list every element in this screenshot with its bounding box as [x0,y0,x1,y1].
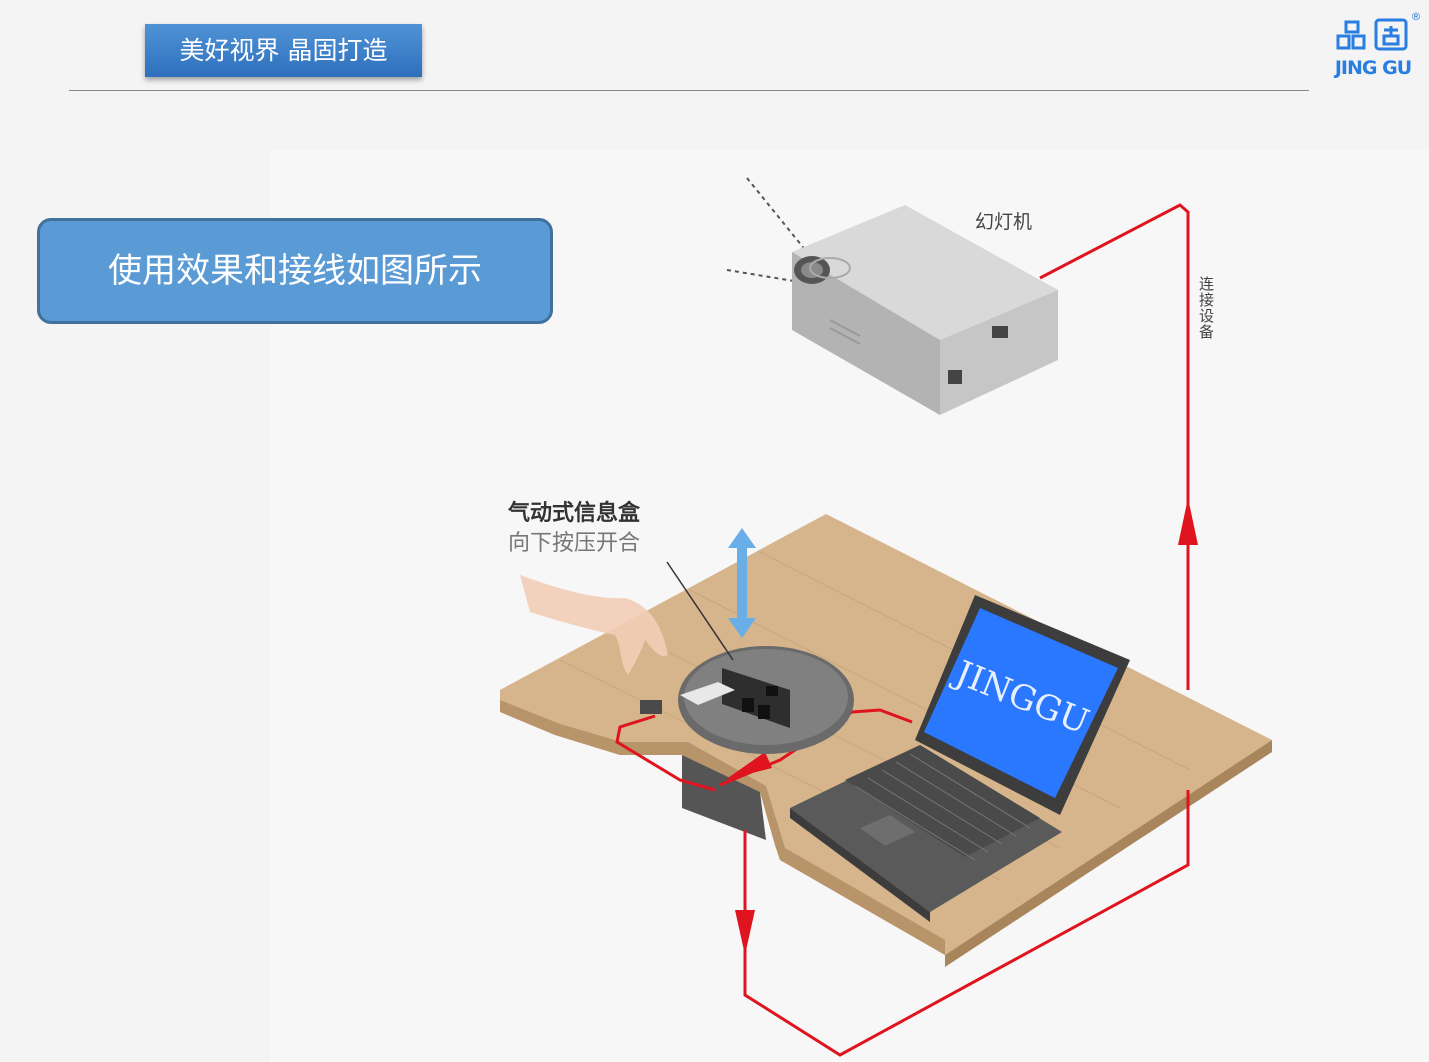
connect-device-label: 连接设备 [1197,276,1215,340]
projector [726,177,1058,415]
header-divider [69,90,1309,91]
projector-label: 幻灯机 [975,211,1032,233]
arrow-up-icon [1178,498,1198,545]
pneumatic-info-box [666,561,854,754]
jinggu-logo: JING GU ® [1333,10,1422,79]
laptop: JINGGU [790,595,1130,922]
logo-english-text: JING GU [1333,57,1411,79]
info-box-subtitle: 向下按压开合 [508,531,640,556]
usage-callout: 使用效果和接线如图所示 [37,218,553,324]
arrow-down-icon [735,910,755,955]
registered-mark: ® [1411,10,1422,23]
info-box-title: 气动式信息盒 [507,500,641,526]
arrow-left-icon [725,752,772,780]
up-down-arrow-icon [728,528,756,638]
slogan-badge: 美好视界 晶固打造 [145,24,422,77]
cable-plug [640,700,662,714]
hand [520,575,668,675]
